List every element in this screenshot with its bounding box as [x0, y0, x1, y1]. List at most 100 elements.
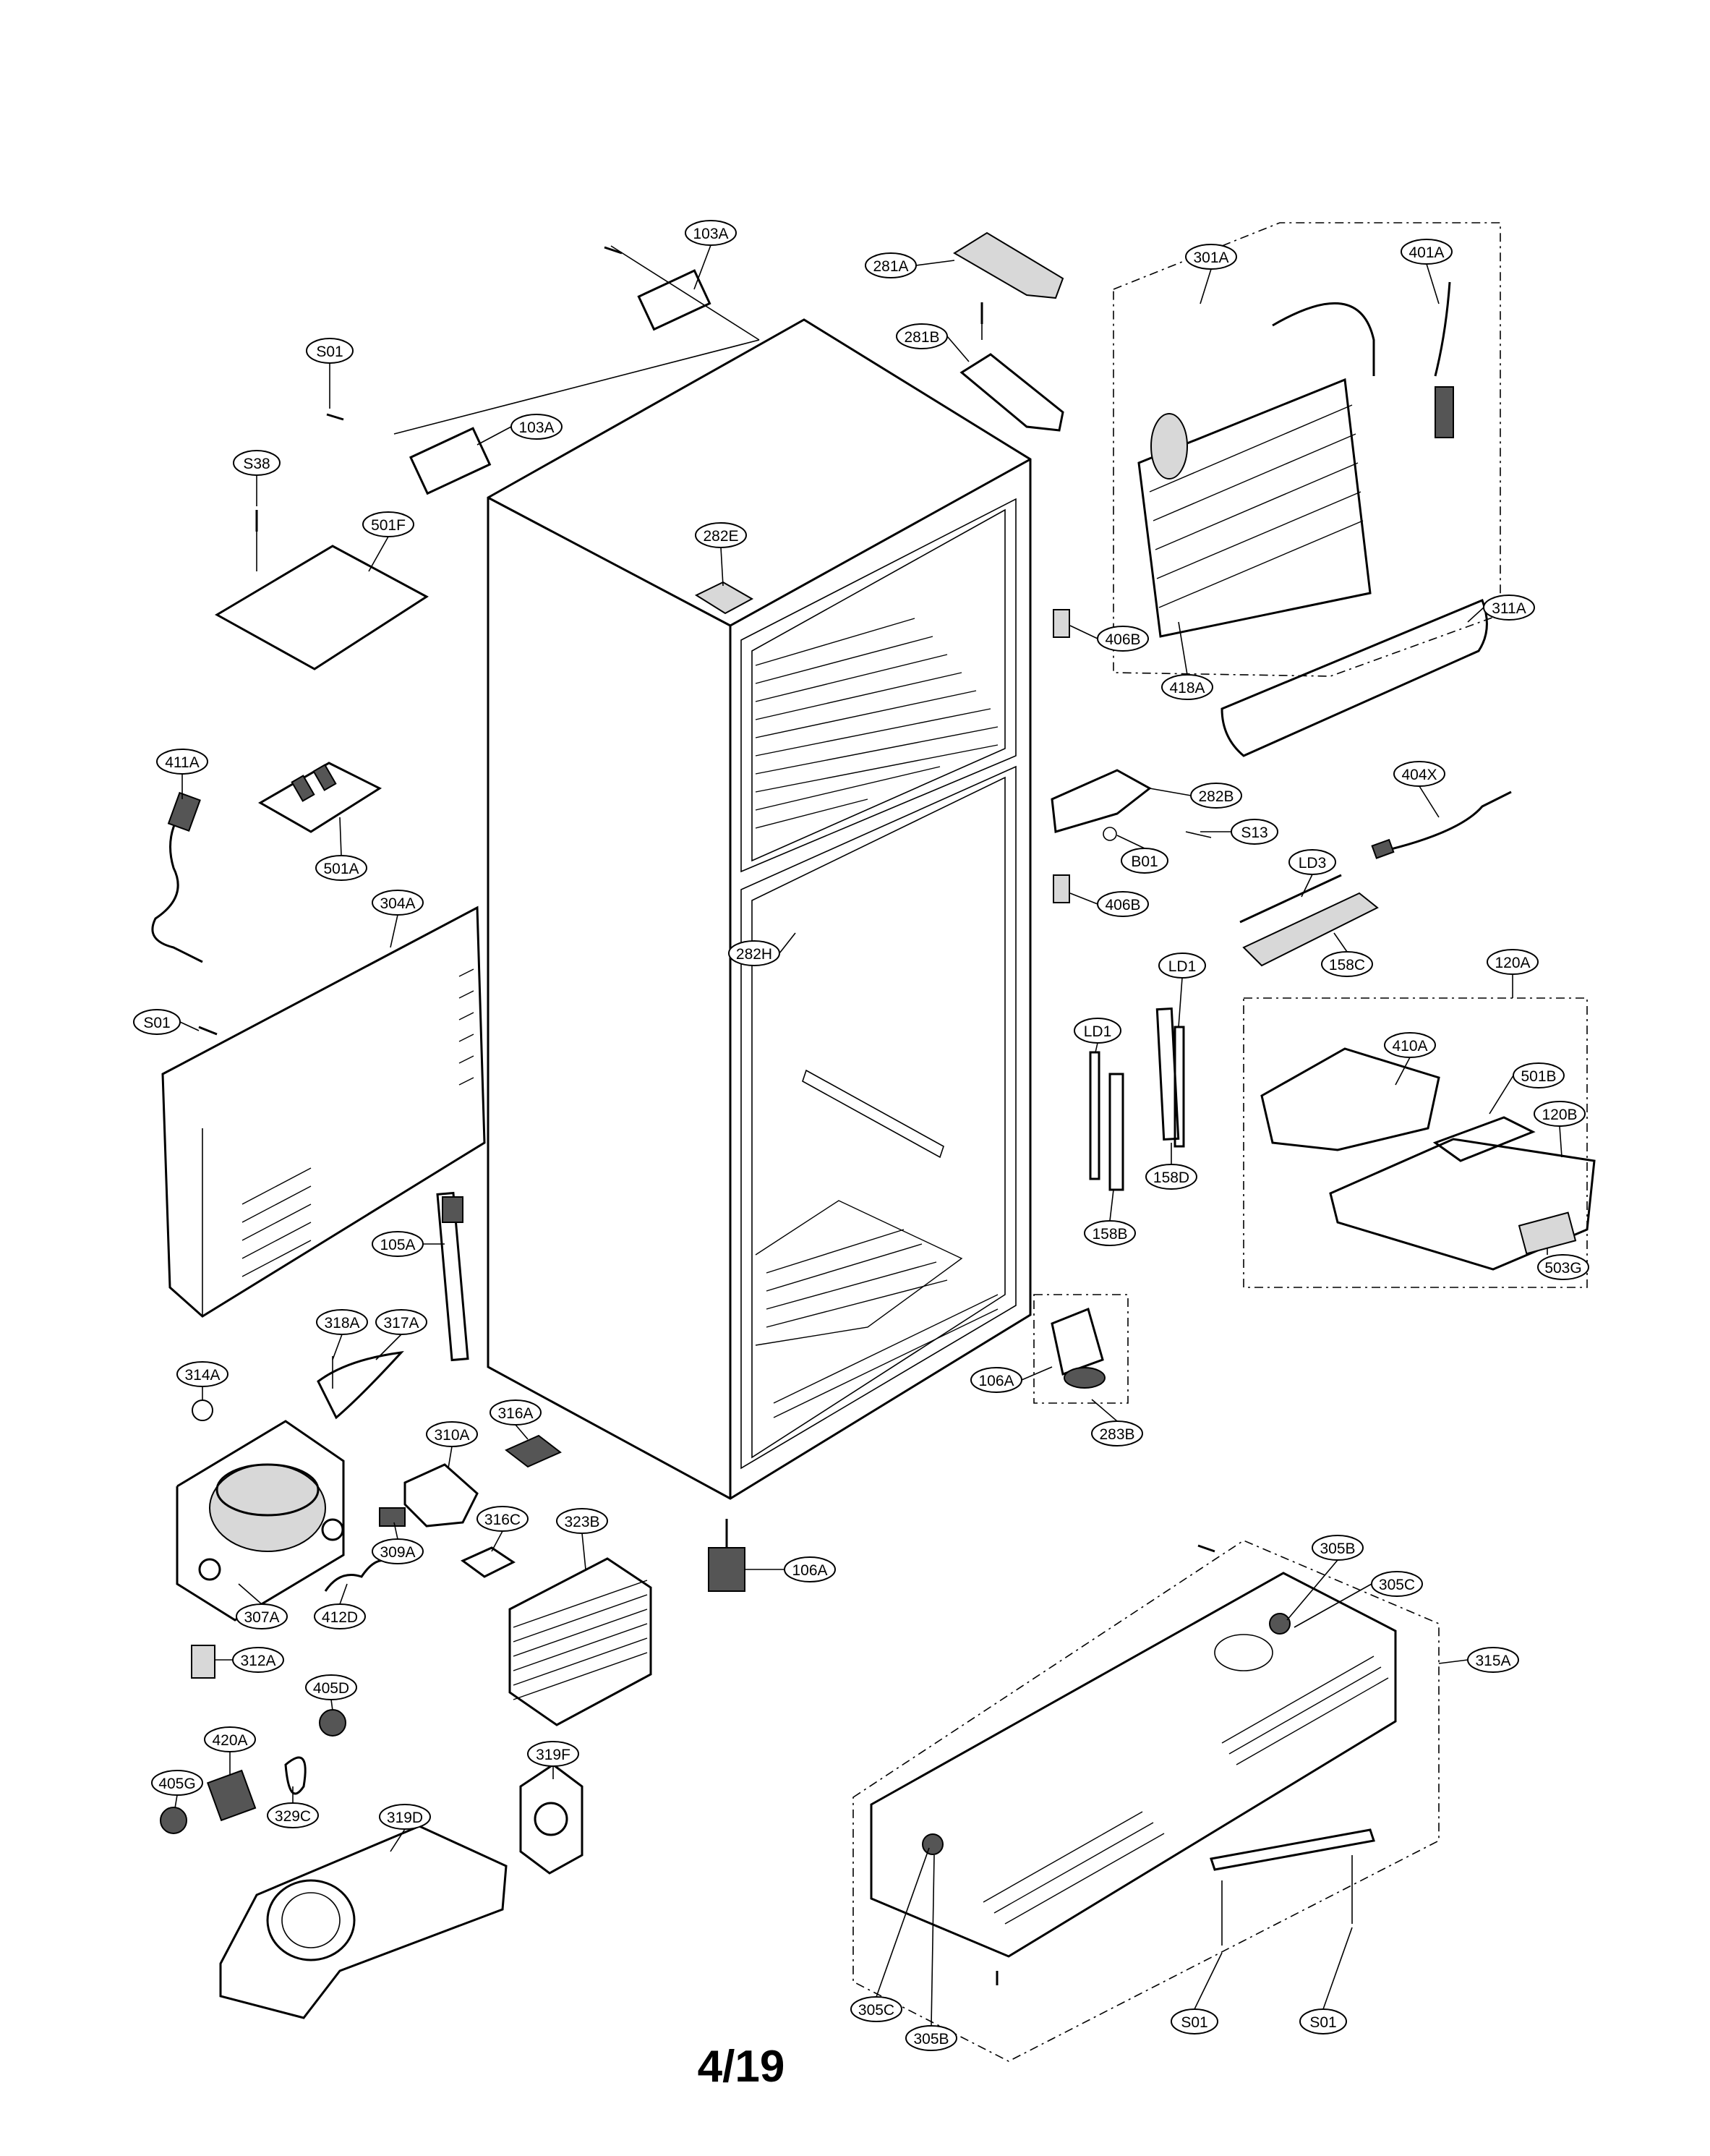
callout-283B: 283B: [1091, 1420, 1143, 1446]
callout-B01: B01: [1121, 848, 1168, 874]
svg-text:S38: S38: [243, 456, 270, 472]
page-number: 4/19: [698, 2042, 785, 2092]
svg-text:103A: 103A: [518, 419, 554, 436]
tube-105A: [436, 1191, 469, 1362]
callout-305B-top: 305B: [1312, 1535, 1364, 1561]
svg-text:401A: 401A: [1408, 244, 1444, 261]
callout-S01-left: S01: [133, 1009, 181, 1035]
svg-text:309A: 309A: [380, 1544, 415, 1561]
grommet-314A: [192, 1399, 213, 1421]
svg-text:501A: 501A: [323, 861, 359, 877]
callout-420A: 420A: [204, 1726, 256, 1752]
svg-text:410A: 410A: [1392, 1038, 1427, 1054]
fan-housing-319D: [219, 1825, 508, 2019]
svg-text:S01: S01: [1181, 2014, 1207, 2031]
fan-motor-420A: [160, 1709, 346, 1834]
callout-323B: 323B: [556, 1508, 608, 1534]
callout-305C-bottom: 305C: [850, 1996, 902, 2022]
callout-405D: 405D: [305, 1674, 357, 1700]
callout-307A: 307A: [236, 1603, 288, 1629]
power-cord-411A: [151, 791, 203, 963]
svg-text:S13: S13: [1241, 825, 1267, 841]
callout-158D: 158D: [1145, 1164, 1197, 1190]
refrigerator-cabinet: [487, 318, 1032, 1500]
callout-311A: 311A: [1483, 595, 1535, 621]
callout-301A: 301A: [1185, 244, 1237, 270]
pad-316C: [461, 1546, 516, 1578]
svg-text:412D: 412D: [322, 1609, 358, 1626]
callout-282H: 282H: [728, 940, 780, 966]
led-lamp-LD3: [1239, 874, 1379, 967]
svg-text:120A: 120A: [1495, 955, 1530, 971]
svg-text:158B: 158B: [1092, 1226, 1127, 1243]
callout-410A: 410A: [1384, 1032, 1436, 1058]
callout-103A-top: 103A: [685, 220, 737, 246]
svg-text:316C: 316C: [484, 1512, 521, 1528]
callout-309A: 309A: [372, 1538, 424, 1564]
svg-text:311A: 311A: [1492, 600, 1526, 617]
callout-404X: 404X: [1393, 761, 1445, 787]
callout-LD1-right: LD1: [1158, 953, 1206, 979]
callout-305B-bottom: 305B: [905, 2025, 957, 2051]
svg-text:312A: 312A: [240, 1653, 275, 1669]
svg-text:301A: 301A: [1193, 250, 1228, 266]
sensor-404X: [1388, 791, 1512, 851]
callout-310A: 310A: [426, 1421, 478, 1447]
svg-text:503G: 503G: [1544, 1260, 1581, 1277]
callout-S13: S13: [1231, 819, 1278, 845]
bottom-bracket: [1210, 1828, 1375, 1946]
svg-text:305C: 305C: [1379, 1577, 1415, 1593]
svg-text:310A: 310A: [434, 1427, 469, 1444]
leader-lines: [174, 244, 1562, 2027]
callout-282B: 282B: [1190, 783, 1242, 809]
callout-304A: 304A: [372, 890, 424, 916]
callout-105A: 105A: [372, 1231, 424, 1257]
callout-317A: 317A: [375, 1309, 427, 1335]
spacer-312A: [191, 1645, 215, 1679]
middle-hinge: [1051, 769, 1212, 841]
svg-text:307A: 307A: [244, 1609, 279, 1626]
svg-text:318A: 318A: [324, 1315, 359, 1331]
callout-120A: 120A: [1487, 949, 1539, 975]
callout-316C: 316C: [476, 1506, 529, 1532]
callout-406B-bottom: 406B: [1097, 891, 1149, 917]
svg-text:282B: 282B: [1198, 788, 1234, 805]
tab-406B-top: [1053, 609, 1070, 638]
callout-319D: 319D: [379, 1804, 431, 1830]
svg-text:501F: 501F: [371, 517, 406, 534]
leveling-foot-106A: [708, 1519, 745, 1592]
callout-LD1-left: LD1: [1074, 1018, 1121, 1044]
svg-text:315A: 315A: [1475, 1653, 1510, 1669]
top-brackets: [393, 245, 760, 495]
overload-317A: [317, 1350, 404, 1420]
svg-text:106A: 106A: [978, 1373, 1014, 1389]
callout-S01-bottom-2: S01: [1299, 2008, 1347, 2034]
callout-305C-top: 305C: [1371, 1571, 1423, 1597]
base-plate-315A: [852, 1540, 1440, 2062]
svg-text:LD3: LD3: [1299, 855, 1327, 872]
callout-501F: 501F: [362, 511, 414, 537]
relay-310A: [379, 1463, 479, 1527]
control-box-120A: [1243, 997, 1596, 1288]
board-501A: [257, 762, 382, 833]
callout-312A: 312A: [232, 1647, 284, 1673]
svg-text:406B: 406B: [1105, 631, 1140, 648]
callout-281A: 281A: [865, 252, 917, 278]
svg-text:305B: 305B: [1320, 1541, 1355, 1557]
svg-text:406B: 406B: [1105, 897, 1140, 913]
svg-text:420A: 420A: [212, 1732, 247, 1749]
svg-text:418A: 418A: [1169, 680, 1205, 696]
callout-406B-top: 406B: [1097, 626, 1149, 652]
callout-S01-bottom-1: S01: [1171, 2008, 1218, 2034]
svg-text:158D: 158D: [1153, 1169, 1189, 1186]
svg-text:B01: B01: [1131, 853, 1158, 870]
svg-text:LD1: LD1: [1084, 1023, 1112, 1040]
callout-401A: 401A: [1401, 239, 1453, 265]
svg-text:158C: 158C: [1329, 957, 1365, 973]
svg-text:501B: 501B: [1521, 1068, 1556, 1085]
callout-501A: 501A: [315, 855, 367, 881]
fan-shroud-319F: [519, 1763, 583, 1875]
svg-text:329C: 329C: [275, 1808, 311, 1825]
callout-281B: 281B: [896, 323, 948, 349]
svg-text:319D: 319D: [387, 1810, 423, 1826]
